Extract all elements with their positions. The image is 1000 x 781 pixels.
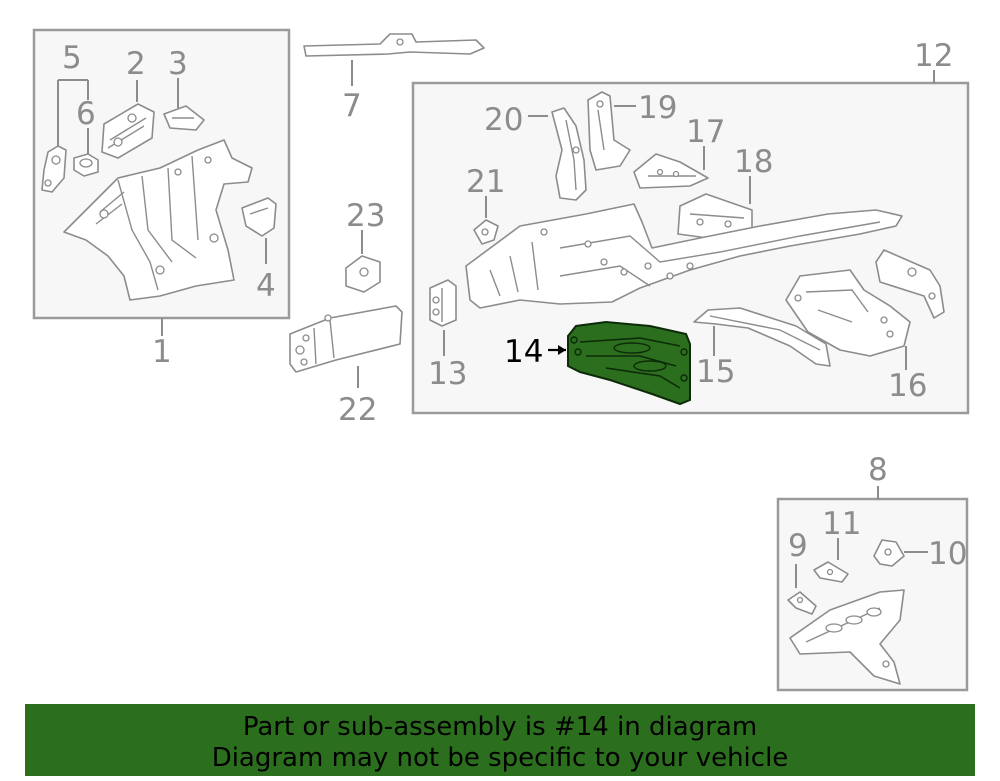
callout-16: 16 [888,368,927,404]
part-16-apron[interactable] [785,269,911,357]
part-20-pillar[interactable] [551,107,587,201]
part-11-bracket[interactable] [813,561,849,583]
leader-14-arrow [558,345,566,355]
callout-8: 8 [868,452,888,488]
part-23-bracket[interactable] [345,255,381,293]
part-8-rail-assembly[interactable] [789,589,905,685]
callout-1: 1 [152,334,172,370]
part-13-bracket[interactable] [429,279,457,327]
callout-4: 4 [256,268,276,304]
callout-11: 11 [822,506,861,542]
part-19-pillar[interactable] [587,91,631,171]
callout-17: 17 [686,114,725,150]
callout-15: 15 [696,354,735,390]
callout-10: 10 [928,536,967,572]
part-16-upper-bracket[interactable] [875,249,945,319]
part-7-crossmember[interactable] [303,33,485,57]
part-6-mount[interactable] [73,153,99,177]
part-10-clip[interactable] [873,539,905,567]
callout-9: 9 [788,528,808,564]
part-4-plate[interactable] [241,197,277,237]
callout-13: 13 [428,356,467,392]
part-9-bracket[interactable] [787,591,817,615]
callout-19: 19 [638,90,677,126]
group-1-leaders [57,78,267,336]
part-2-reinforcement[interactable] [101,103,155,159]
callout-12: 12 [914,38,953,74]
callout-21: 21 [466,164,505,200]
banner-line-2: Diagram may not be specific to your vehi… [212,743,789,773]
callout-5: 5 [62,40,82,76]
part-1-apron-assembly[interactable] [63,139,253,301]
frame-rail[interactable] [465,203,903,309]
callout-7: 7 [342,88,362,124]
part-21-clip[interactable] [473,219,499,245]
callout-2: 2 [126,46,146,82]
part-15-brace[interactable] [693,307,831,367]
callout-6: 6 [76,96,96,132]
part-14-highlighted[interactable] [567,320,691,406]
callout-22: 22 [338,392,377,428]
part-3-gusset[interactable] [163,105,205,131]
banner-line-1: Part or sub-assembly is #14 in diagram [243,712,757,742]
info-banner [25,704,975,776]
callout-23: 23 [346,198,385,234]
callout-20: 20 [484,102,523,138]
callout-18: 18 [734,144,773,180]
callout-3: 3 [168,46,188,82]
callout-14: 14 [504,334,543,370]
part-17-bracket[interactable] [633,153,709,189]
part-5-bracket[interactable] [41,145,67,193]
part-22-extension[interactable] [289,305,403,373]
part-18-reinforcement[interactable] [677,193,753,239]
